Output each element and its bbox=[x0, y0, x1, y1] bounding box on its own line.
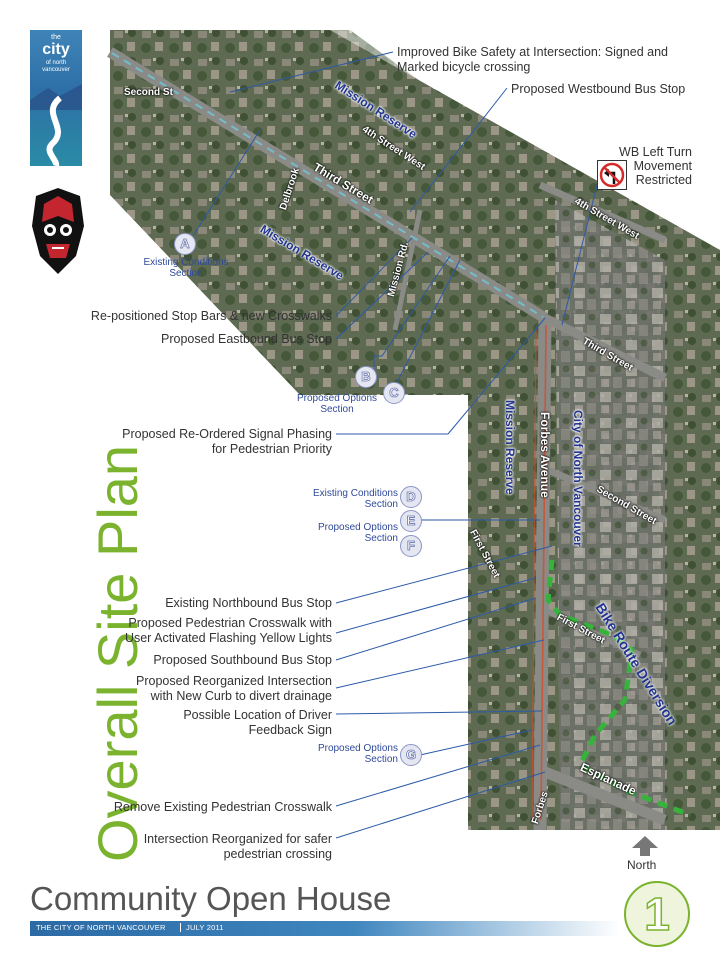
map-label-esplanade: Esplanade bbox=[578, 760, 639, 799]
map-label-bike-route-diversion: Bike Route Diversion bbox=[592, 600, 681, 728]
callout-bike-safety-line2: Marked bicycle crossing bbox=[397, 60, 531, 74]
section-d-label-line2: Section bbox=[364, 499, 398, 510]
map-label-mission-rd: Mission Rd. bbox=[386, 240, 412, 298]
logo-text-city: city bbox=[42, 41, 70, 58]
callout-safer-crossing-line1: Intersection Reorganized for safer bbox=[143, 832, 332, 846]
city-of-north-vancouver-logo: the city of north vancouver bbox=[30, 30, 82, 166]
callout-wb-left-line2: Movement bbox=[633, 159, 692, 173]
callout-ped-crosswalk-line2: User Activated Flashing Yellow Lights bbox=[124, 631, 332, 645]
map-label-mission-reserve-mid: Mission Reserve bbox=[257, 222, 347, 283]
section-bc-label-line1: Proposed Options bbox=[296, 393, 378, 404]
callout-northbound-bus-stop: Existing Northbound Bus Stop bbox=[165, 596, 332, 610]
forbes-lane-markings bbox=[540, 324, 547, 821]
callout-safer-crossing-line2: pedestrian crossing bbox=[223, 847, 332, 861]
map-label-third-street: Third Street bbox=[310, 160, 376, 207]
footer-heading: Community Open House bbox=[30, 880, 392, 917]
section-a-label-line1: Existing Conditions bbox=[143, 257, 229, 268]
map-label-forbes-avenue: Forbes Avenue bbox=[538, 412, 552, 498]
map-label-city-of-north-vancouver: City of North Vancouver bbox=[571, 410, 585, 547]
map-label-mission-reserve-vertical: Mission Reserve bbox=[503, 400, 517, 495]
map-label-4th-street-west-east: 4th Street West bbox=[572, 196, 641, 242]
section-badge-c[interactable]: C bbox=[383, 382, 405, 404]
logo-text-the: the bbox=[51, 34, 61, 41]
callout-wb-left-line3: Restricted bbox=[635, 173, 692, 187]
section-badge-e[interactable]: E bbox=[400, 510, 422, 532]
map-label-delbrook: Delbrook bbox=[278, 166, 302, 212]
callout-bike-safety-line1: Improved Bike Safety at Intersection: Si… bbox=[397, 45, 668, 59]
section-badge-d[interactable]: D bbox=[400, 486, 422, 508]
callout-eastbound-bus-stop: Proposed Eastbound Bus Stop bbox=[161, 332, 332, 346]
callout-southbound-bus-stop: Proposed Southbound Bus Stop bbox=[153, 653, 332, 667]
logo-text-vancouver: vancouver bbox=[42, 67, 70, 73]
footer-org: THE CITY OF NORTH VANCOUVER bbox=[36, 923, 166, 932]
callout-reorganized-line1: Proposed Reorganized Intersection bbox=[136, 674, 332, 688]
section-a-label-line2: Section bbox=[169, 268, 203, 279]
callout-feedback-sign-line2: Feedback Sign bbox=[248, 723, 332, 737]
section-g-label-line1: Proposed Options bbox=[317, 743, 398, 754]
north-label: North bbox=[627, 858, 657, 872]
callout-signal-phasing-line2: for Pedestrian Priority bbox=[211, 442, 332, 456]
map-label-third-street-east: Third Street bbox=[580, 336, 635, 374]
logo-text-of-north: of north bbox=[45, 60, 67, 66]
callout-ped-crosswalk-line1: Proposed Pedestrian Crosswalk with bbox=[128, 616, 332, 630]
page-number-badge: 1 bbox=[624, 881, 690, 947]
footer-divider bbox=[180, 923, 181, 932]
section-g-label-line2: Section bbox=[364, 754, 398, 765]
section-ef-label-line1: Proposed Options bbox=[317, 522, 398, 533]
squamish-nation-art-logo bbox=[32, 188, 84, 274]
footer-date: JULY 2011 bbox=[186, 923, 224, 932]
section-badge-g[interactable]: G bbox=[400, 744, 422, 766]
callout-feedback-sign-line1: Possible Location of Driver bbox=[183, 708, 332, 722]
section-ef-label-line2: Section bbox=[364, 533, 398, 544]
map-label-forbes: Forbes bbox=[530, 790, 551, 826]
callout-wb-left-line1: WB Left Turn bbox=[619, 145, 692, 159]
north-arrow-icon bbox=[632, 836, 658, 856]
forbes-avenue-road bbox=[533, 317, 552, 831]
callout-signal-phasing-line1: Proposed Re-Ordered Signal Phasing bbox=[122, 427, 332, 441]
callout-stop-bars: Re-positioned Stop Bars & new Crosswalks bbox=[90, 309, 332, 323]
footer-bar: THE CITY OF NORTH VANCOUVER JULY 2011 bbox=[30, 921, 620, 936]
no-left-turn-icon bbox=[597, 160, 627, 190]
map-label-second-st: Second St bbox=[124, 87, 173, 98]
callout-remove-crosswalk: Remove Existing Pedestrian Crosswalk bbox=[113, 800, 332, 814]
section-badge-a[interactable]: A bbox=[174, 233, 196, 255]
section-badge-b[interactable]: B bbox=[355, 366, 377, 388]
callout-reorganized-line2: with New Curb to divert drainage bbox=[150, 689, 332, 703]
section-bc-label-line2: Section bbox=[320, 404, 354, 415]
section-badge-f[interactable]: F bbox=[400, 535, 422, 557]
callout-westbound-bus-stop: Proposed Westbound Bus Stop bbox=[511, 82, 686, 96]
logo-wave-icon bbox=[30, 84, 82, 166]
map-label-first-street-west: First Street bbox=[467, 528, 502, 580]
section-d-label-line1: Existing Conditions bbox=[312, 488, 398, 499]
forbes-lane-markings-2 bbox=[531, 329, 537, 821]
map-label-second-street: Second Street bbox=[594, 484, 659, 528]
